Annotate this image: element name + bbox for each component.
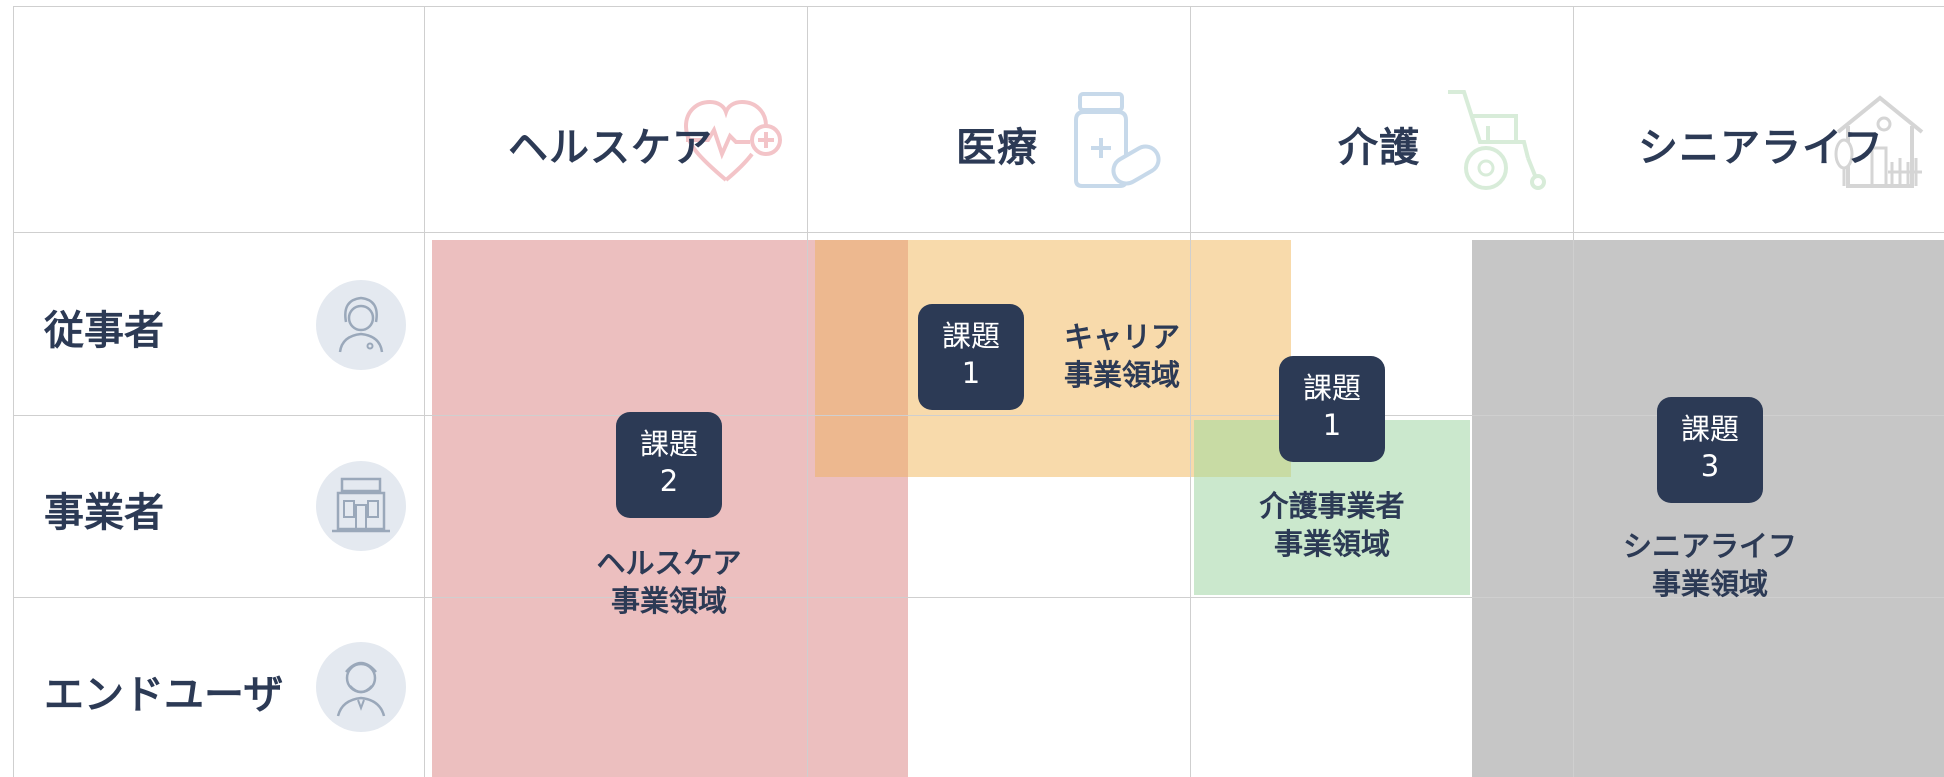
- zone-label-line: シニアライフ: [1622, 529, 1797, 563]
- career-zone-label: キャリア 事業領域: [1040, 318, 1204, 394]
- badge-word: 課題: [639, 427, 698, 461]
- elderly-man-icon: [316, 642, 406, 732]
- grid-line: [1190, 6, 1191, 777]
- row-header-business: 事業者: [44, 490, 164, 536]
- row-header-worker: 従事者: [44, 308, 164, 354]
- grid-line: [13, 415, 1944, 416]
- zone-label-line: 事業領域: [1063, 358, 1180, 392]
- healthcare-zone-label: ヘルスケア 事業領域: [568, 544, 770, 620]
- issue-badge-healthcare: 課題 2: [616, 412, 722, 518]
- zone-label-line: 事業領域: [610, 584, 727, 618]
- column-header-medical: 医療: [956, 125, 1038, 171]
- badge-number: 3: [1700, 449, 1720, 483]
- badge-word: 課題: [1302, 371, 1361, 405]
- column-header-senior-life: シニアライフ: [1638, 125, 1884, 171]
- grid-line: [1573, 6, 1574, 777]
- badge-number: 2: [659, 464, 679, 498]
- wheelchair-icon: [1448, 90, 1546, 190]
- zone-label-line: 事業領域: [1273, 527, 1390, 561]
- senior-life-zone-label: シニアライフ 事業領域: [1600, 527, 1820, 603]
- healthcare-career-overlap: [815, 240, 908, 477]
- badge-number: 1: [961, 356, 981, 390]
- zone-label-line: 介護事業者: [1259, 489, 1405, 523]
- career-kaigo-overlap: [1194, 420, 1291, 477]
- grid-line: [13, 6, 14, 777]
- row-header-end-user: エンドユーザ: [44, 672, 284, 718]
- heart-pulse-icon: [683, 99, 782, 182]
- grid-line: [13, 6, 1944, 7]
- medicine-bottle-icon: [1074, 92, 1161, 188]
- grid-line: [13, 232, 1944, 233]
- issue-badge-senior-life: 課題 3: [1657, 397, 1763, 503]
- zone-label-line: 事業領域: [1651, 567, 1768, 601]
- column-header-healthcare: ヘルスケア: [508, 125, 713, 171]
- building-icon: [316, 461, 406, 551]
- worker-avatar-icon: [316, 280, 406, 370]
- zone-label-line: キャリア: [1063, 320, 1180, 354]
- issue-badge-kaigo: 課題 1: [1279, 356, 1385, 462]
- grid-line: [13, 597, 1944, 598]
- zone-label-line: ヘルスケア: [596, 546, 742, 580]
- house-icon: [1834, 95, 1924, 188]
- badge-word: 課題: [1680, 412, 1739, 446]
- kaigo-zone-label: 介護事業者 事業領域: [1232, 487, 1432, 563]
- badge-number: 1: [1322, 408, 1342, 442]
- badge-word: 課題: [941, 319, 1000, 353]
- grid-line: [807, 6, 808, 777]
- issue-badge-career: 課題 1: [918, 304, 1024, 410]
- grid-line: [424, 6, 425, 777]
- column-header-kaigo: 介護: [1338, 125, 1420, 171]
- senior-life-zone: [1472, 240, 1944, 777]
